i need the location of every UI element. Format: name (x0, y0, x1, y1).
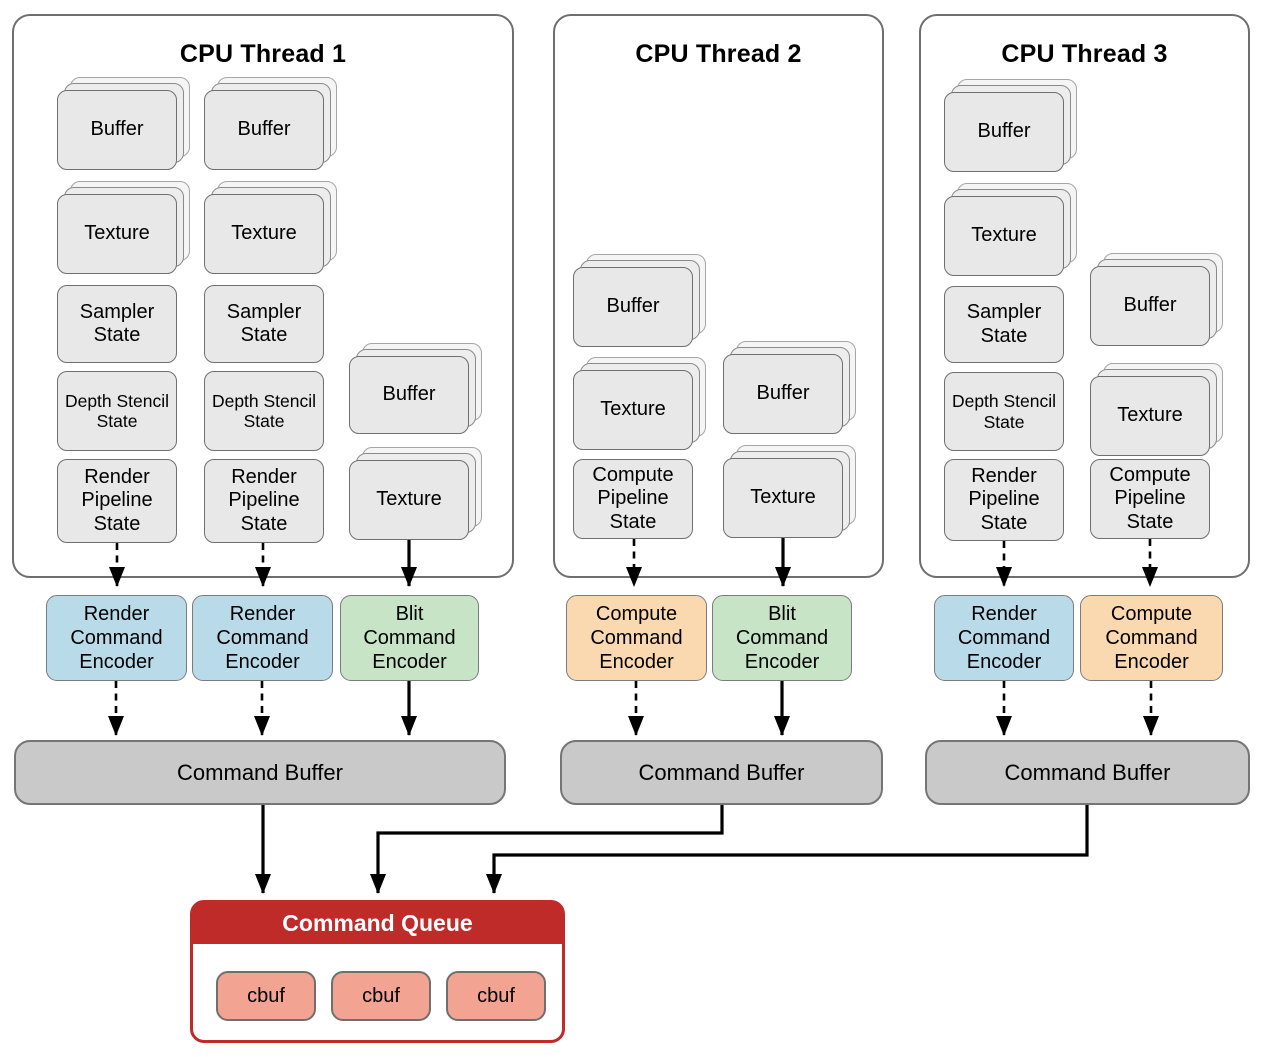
resource-box-label: Texture (204, 194, 324, 274)
cbuf-item: cbuf (216, 971, 316, 1021)
resource-box-label: Sampler State (944, 286, 1064, 363)
cpu-thread-2-title: CPU Thread 2 (635, 40, 802, 68)
resource-box-texture: Texture (723, 445, 856, 538)
resource-box-label: Sampler State (204, 285, 324, 363)
resource-box-label: Buffer (944, 92, 1064, 172)
resource-box-label: Buffer (723, 354, 843, 434)
resource-box-sampler-state: Sampler State (944, 286, 1064, 363)
resource-box-texture: Texture (57, 181, 190, 274)
render-command-encoder: Render Command Encoder (934, 595, 1074, 681)
resource-box-label: Render Pipeline State (57, 459, 177, 543)
resource-box-compute-pipeline-state: Compute Pipeline State (573, 459, 693, 539)
cbuf-item: cbuf (446, 971, 546, 1021)
resource-box-label: Render Pipeline State (944, 459, 1064, 541)
resource-box-buffer: Buffer (1090, 253, 1223, 346)
resource-box-label: Buffer (204, 90, 324, 170)
resource-box-label: Texture (349, 460, 469, 540)
cpu-thread-1-title: CPU Thread 1 (179, 40, 347, 68)
resource-box-buffer: Buffer (944, 79, 1077, 172)
resource-box-label: Buffer (349, 356, 469, 434)
cbuf-item: cbuf (331, 971, 431, 1021)
resource-box-sampler-state: Sampler State (204, 285, 324, 363)
resource-box-label: Depth Stencil State (57, 371, 177, 451)
resource-box-label: Buffer (57, 90, 177, 170)
arrow-solid (370, 805, 724, 894)
resource-box-label: Render Pipeline State (204, 459, 324, 543)
render-command-encoder: Render Command Encoder (46, 595, 187, 681)
resource-box-texture: Texture (1090, 363, 1223, 456)
resource-box-label: Depth Stencil State (204, 371, 324, 451)
compute-command-encoder: Compute Command Encoder (566, 595, 707, 681)
compute-command-encoder: Compute Command Encoder (1080, 595, 1223, 681)
resource-box-render-pipeline-state: Render Pipeline State (944, 459, 1064, 541)
command-queue-title: Command Queue (192, 902, 563, 944)
resource-box-compute-pipeline-state: Compute Pipeline State (1090, 459, 1210, 539)
resource-box-texture: Texture (944, 183, 1077, 276)
resource-box-label: Compute Pipeline State (573, 459, 693, 539)
resource-box-label: Buffer (573, 267, 693, 347)
resource-box-buffer: Buffer (57, 77, 190, 170)
resource-box-texture: Texture (204, 181, 337, 274)
resource-box-depth-stencil-state: Depth Stencil State (204, 371, 324, 451)
resource-box-label: Texture (944, 196, 1064, 276)
resource-box-buffer: Buffer (204, 77, 337, 170)
command-buffer: Command Buffer (925, 740, 1250, 805)
blit-command-encoder: Blit Command Encoder (712, 595, 852, 681)
resource-box-render-pipeline-state: Render Pipeline State (204, 459, 324, 543)
resource-box-buffer: Buffer (349, 343, 482, 434)
resource-box-sampler-state: Sampler State (57, 285, 177, 363)
resource-box-texture: Texture (349, 447, 482, 540)
cpu-thread-3-title: CPU Thread 3 (1001, 40, 1168, 68)
resource-box-label: Buffer (1090, 266, 1210, 346)
arrow-solid (486, 805, 1089, 894)
resource-box-texture: Texture (573, 357, 706, 450)
command-buffer: Command Buffer (14, 740, 506, 805)
render-command-encoder: Render Command Encoder (192, 595, 333, 681)
resource-box-label: Texture (57, 194, 177, 274)
resource-box-render-pipeline-state: Render Pipeline State (57, 459, 177, 543)
resource-box-buffer: Buffer (723, 341, 856, 434)
resource-box-buffer: Buffer (573, 254, 706, 347)
resource-box-label: Texture (573, 370, 693, 450)
command-queue: Command Queue cbuf cbuf cbuf (190, 900, 565, 1043)
resource-box-label: Compute Pipeline State (1090, 459, 1210, 539)
resource-box-label: Texture (723, 458, 843, 538)
command-buffer: Command Buffer (560, 740, 883, 805)
resource-box-depth-stencil-state: Depth Stencil State (57, 371, 177, 451)
resource-box-label: Depth Stencil State (944, 372, 1064, 451)
resource-box-label: Sampler State (57, 285, 177, 363)
blit-command-encoder: Blit Command Encoder (340, 595, 479, 681)
resource-box-depth-stencil-state: Depth Stencil State (944, 372, 1064, 451)
resource-box-label: Texture (1090, 376, 1210, 456)
